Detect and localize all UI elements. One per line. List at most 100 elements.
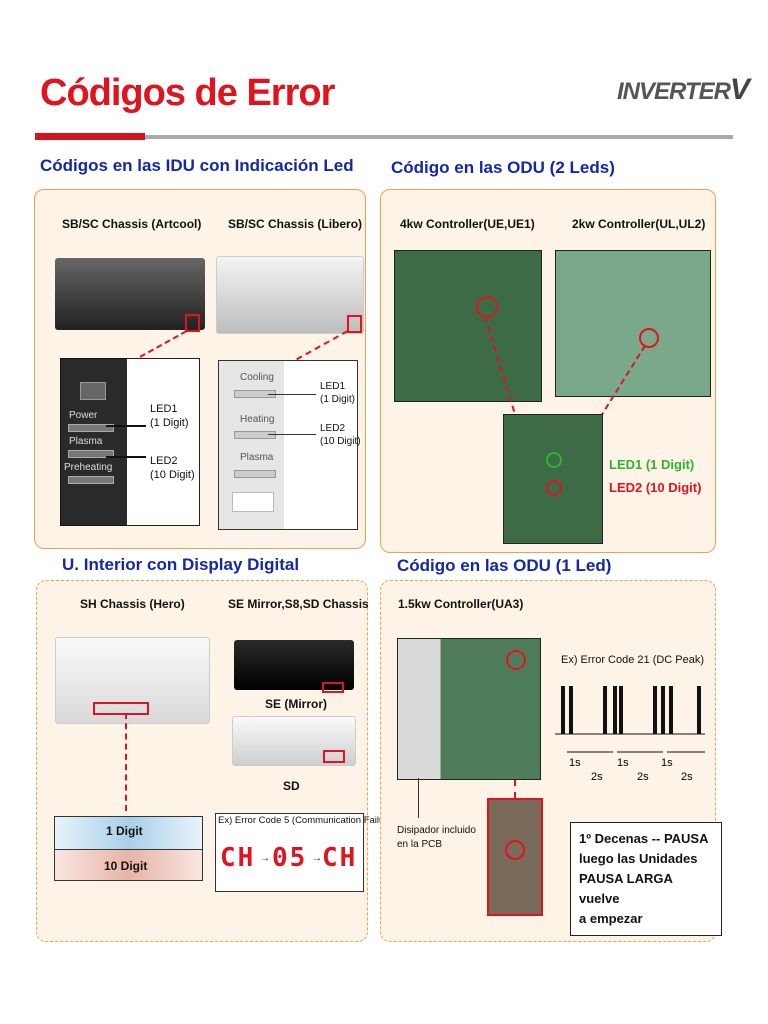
label-2kw-controller: 2kw Controller(UL,UL2) xyxy=(572,217,706,231)
artcool-btn-preheating-label: Preheating xyxy=(64,462,113,473)
libero-led-marker xyxy=(347,315,362,333)
section-title-idu-led: Códigos en las IDU con Indicación Led xyxy=(40,156,354,175)
pulse-8 xyxy=(669,686,673,734)
timing-1s-a: 1s xyxy=(569,757,581,769)
timing-2s-a: 2s xyxy=(591,771,603,783)
pulse-3 xyxy=(603,686,607,734)
label-se-mirror-unit: SE (Mirror) xyxy=(265,697,328,711)
se-mirror-display-marker xyxy=(322,682,344,693)
pcb-1-5kw-led-marker xyxy=(506,650,526,670)
libero-led-legend-box xyxy=(284,360,358,530)
artcool-btn-power xyxy=(68,424,114,432)
pcb-4kw-led-marker xyxy=(476,296,498,318)
timing-2s-c: 2s xyxy=(681,771,693,783)
hero-display-marker xyxy=(93,702,149,715)
odu-led1-label: LED1 (1 Digit) xyxy=(609,457,695,472)
pulse-5 xyxy=(619,686,623,734)
timing-2s-b: 2s xyxy=(637,771,649,783)
logo-text: INVERTER xyxy=(617,78,731,105)
libero-btn-heating-label: Heating xyxy=(240,414,275,425)
digit10-label: 10 Digit xyxy=(104,859,148,873)
hero-callout-line xyxy=(125,713,127,811)
pcb-2kw-image xyxy=(555,250,711,397)
error-code-5-box xyxy=(215,813,364,892)
artcool-led-legend-box xyxy=(127,358,200,526)
seg-arrow-2: → xyxy=(312,853,322,864)
pulse-2 xyxy=(569,686,573,734)
artcool-led-marker xyxy=(185,314,200,332)
libero-led2-arrow xyxy=(268,434,316,435)
libero-btn-plasma-label: Plasma xyxy=(240,452,274,463)
timing-1s-b: 1s xyxy=(617,757,629,769)
libero-btn-plasma xyxy=(234,470,276,478)
libero-led1-arrow xyxy=(268,394,316,395)
led-closeup-marker xyxy=(505,840,525,860)
pulse-9 xyxy=(697,686,701,734)
artcool-led1-arrow xyxy=(106,425,146,427)
libero-unit-image xyxy=(216,256,364,334)
timing-1s-c: 1s xyxy=(661,757,673,769)
libero-btn-cooling-label: Cooling xyxy=(240,372,274,383)
section-title-odu-1led: Código en las ODU (1 Led) xyxy=(397,556,612,575)
note-line-2: luego las Unidades xyxy=(579,851,698,866)
artcool-display-window xyxy=(80,382,106,400)
hero-unit-image xyxy=(55,637,210,724)
logo-v: V xyxy=(729,73,750,106)
note-line-4: a empezar xyxy=(579,911,643,926)
seg-display-1: CH xyxy=(220,843,256,873)
error-code-5-caption: Ex) Error Code 5 (Communication Failure) xyxy=(218,815,396,826)
artcool-led1-label: LED1(1 Digit) xyxy=(150,403,189,429)
artcool-btn-plasma xyxy=(68,450,114,458)
pause-note-box: 1º Decenas -- PAUSA luego las Unidades P… xyxy=(570,822,722,936)
artcool-unit-image xyxy=(55,258,205,330)
libero-receiver xyxy=(232,492,274,512)
header-rule-gray xyxy=(145,135,733,139)
libero-led1-label: LED1(1 Digit) xyxy=(320,381,356,405)
pulse-4 xyxy=(613,686,617,734)
led2-closeup-marker xyxy=(546,480,562,496)
artcool-led2-label: LED2(10 Digit) xyxy=(150,455,195,481)
inverter-logo: INVERTERV xyxy=(617,73,750,107)
digit1-bar xyxy=(54,816,203,850)
libero-btn-heating xyxy=(234,431,276,439)
label-1-5kw-controller: 1.5kw Controller(UA3) xyxy=(398,597,524,611)
pulse-7 xyxy=(661,686,665,734)
sd-display-marker xyxy=(323,750,345,763)
label-libero: SB/SC Chassis (Libero) xyxy=(228,217,363,231)
note-line-3: PAUSA LARGA vuelve xyxy=(579,871,673,906)
artcool-btn-plasma-label: Plasma xyxy=(69,436,103,447)
page-title: Códigos de Error xyxy=(40,72,335,114)
section-title-display: U. Interior con Display Digital xyxy=(62,555,300,574)
dissipator-pointer xyxy=(418,778,419,818)
label-artcool: SB/SC Chassis (Artcool) xyxy=(62,217,202,231)
seg-display-3: CH xyxy=(322,843,358,873)
header-rule-red xyxy=(35,133,145,140)
se-mirror-unit-image xyxy=(234,640,354,690)
odu-led2-label: LED2 (10 Digit) xyxy=(609,480,702,495)
artcool-led2-arrow xyxy=(106,456,146,458)
pulse-1 xyxy=(561,686,565,734)
pcb-4kw-image xyxy=(394,250,542,402)
digit1-label: 1 Digit xyxy=(106,824,143,838)
label-4kw-controller: 4kw Controller(UE,UE1) xyxy=(400,217,535,231)
artcool-btn-power-label: Power xyxy=(69,410,98,421)
seg-arrow-1: → xyxy=(260,853,270,864)
digit10-bar xyxy=(54,850,203,881)
pcb-1-5kw-callout-line xyxy=(514,780,516,798)
led1-closeup-marker xyxy=(546,452,562,468)
label-hero: SH Chassis (Hero) xyxy=(80,597,185,611)
artcool-btn-preheating xyxy=(68,476,114,484)
odu-led-closeup xyxy=(503,414,603,544)
sd-unit-image xyxy=(232,716,356,766)
pulse-group xyxy=(561,686,701,734)
pcb-2kw-led-marker xyxy=(639,328,659,348)
section-title-odu-2led: Código en las ODU (2 Leds) xyxy=(391,158,615,177)
note-line-1: 1º Decenas -- PAUSA xyxy=(579,831,709,846)
pulse-6 xyxy=(653,686,657,734)
libero-led2-label: LED2(10 Digit) xyxy=(320,423,361,447)
seg-display-2: 05 xyxy=(272,843,308,873)
dc-peak-pulse-diagram: 1s 2s 1s 2s 1s 2s xyxy=(555,686,705,783)
label-sd-unit: SD xyxy=(283,779,300,793)
error-code-21-caption: Ex) Error Code 21 (DC Peak) xyxy=(561,654,705,666)
